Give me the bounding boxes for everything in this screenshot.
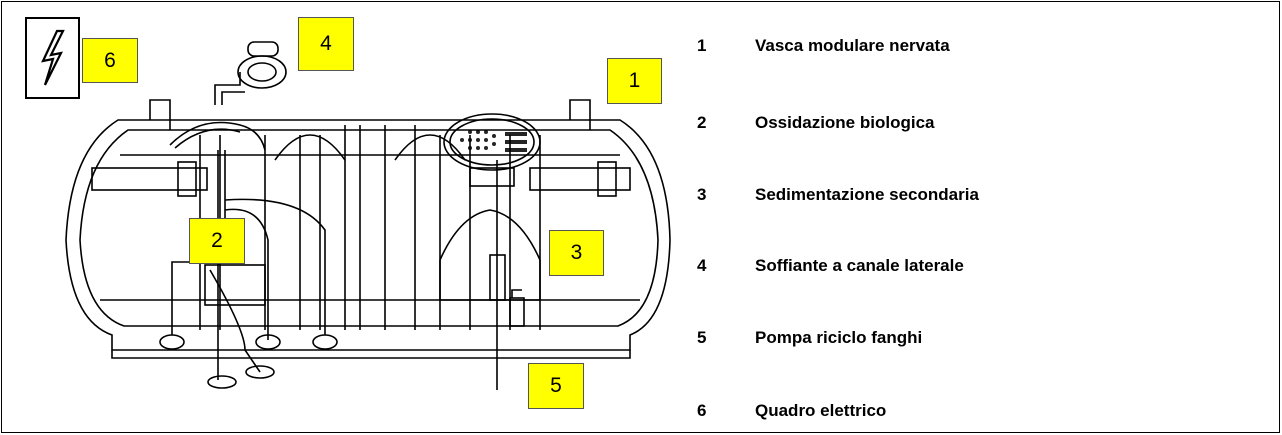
legend-number: 2: [697, 113, 707, 132]
legend-number: 6: [697, 401, 707, 420]
manhole-cover: [443, 113, 541, 171]
sedimentation-cone: [439, 209, 541, 301]
label-tag-4: 4: [298, 17, 354, 71]
blower-unit: [237, 55, 287, 89]
legend-text: Sedimentazione secondaria: [755, 185, 979, 204]
inlet-pipe: [91, 167, 208, 191]
diffuser: [245, 365, 275, 379]
diffuser: [312, 334, 338, 350]
legend-text: Soffiante a canale laterale: [755, 256, 964, 275]
label-tag-6: 6: [82, 38, 138, 83]
label-tag-5: 5: [528, 363, 584, 409]
legend-number: 4: [697, 256, 707, 275]
label-tag-3: 3: [549, 230, 604, 276]
lightning-bolt-icon: [41, 29, 65, 86]
outlet-pipe: [529, 167, 631, 191]
recirc-pump: [509, 297, 525, 327]
label-tag-2: 2: [189, 218, 245, 264]
legend-text: Ossidazione biologica: [755, 113, 935, 132]
diffuser: [255, 334, 281, 350]
electric-panel-box: [25, 17, 80, 99]
tank-drawing: [65, 41, 671, 390]
legend-text: Vasca modulare nervata: [755, 36, 950, 55]
diffuser: [207, 375, 237, 389]
legend-number: 5: [697, 328, 707, 347]
label-tag-1: 1: [607, 58, 662, 104]
tank-inner-outline: [79, 129, 659, 327]
legend-text: Quadro elettrico: [755, 401, 887, 420]
legend-number: 3: [697, 185, 707, 204]
diffuser: [159, 334, 185, 350]
legend-number: 1: [697, 36, 707, 55]
legend-text: Pompa riciclo fanghi: [755, 328, 923, 347]
air-pipe: [214, 72, 241, 105]
